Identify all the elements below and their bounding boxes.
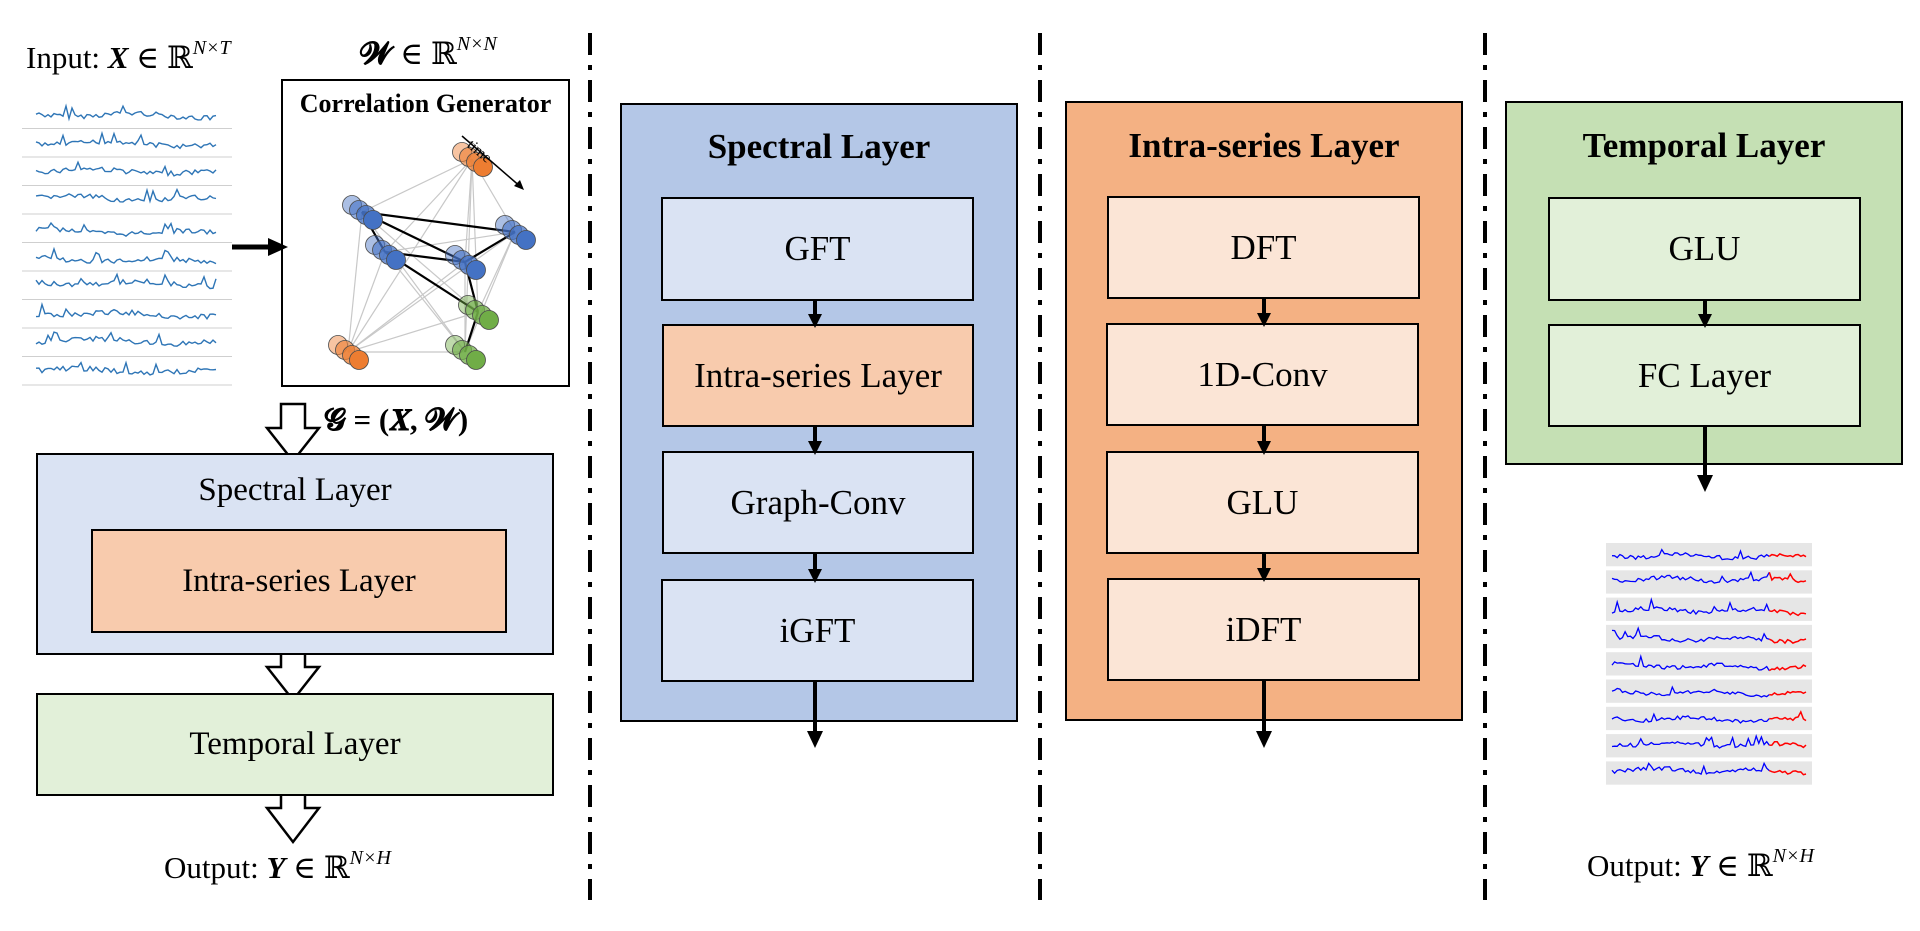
forecast-line	[1769, 608, 1807, 617]
graph-node	[466, 260, 486, 280]
graph-node	[473, 157, 493, 177]
graph-node	[479, 310, 499, 330]
forecast-line	[1769, 710, 1807, 722]
history-line	[1611, 761, 1770, 775]
forecast-line	[1768, 638, 1807, 645]
temporal-block-glu: GLU	[1548, 197, 1861, 301]
graph-edge	[347, 251, 386, 353]
spectral-block-intra: Intra-series Layer	[662, 324, 974, 427]
input-series-line	[35, 187, 217, 204]
history-line	[1611, 734, 1770, 749]
forecast-panel	[1606, 570, 1812, 594]
input-series-line	[35, 103, 217, 122]
graph-node	[516, 230, 536, 250]
history-line	[1611, 597, 1770, 616]
graph-edge-strong	[361, 210, 516, 234]
spectral-detail-title: Spectral Layer	[707, 127, 931, 166]
graph-edge	[384, 158, 473, 253]
hollow-arrow-1	[264, 402, 322, 464]
input-series-line	[35, 221, 217, 237]
intra-block-dft: DFT	[1107, 196, 1420, 299]
input-series-line	[35, 130, 217, 150]
graph-edge	[361, 158, 473, 213]
input-series-line	[35, 246, 217, 265]
history-line	[1611, 685, 1770, 698]
forecast-line	[1769, 741, 1807, 749]
overview-temporal-layer: Temporal Layer	[36, 693, 554, 796]
spectral-block-graph-conv: Graph-Conv	[662, 451, 974, 554]
input-series-line	[35, 160, 217, 178]
graph-edge	[384, 231, 516, 253]
overview-intra-layer: Intra-series Layer	[91, 529, 507, 633]
forecast-line	[1769, 769, 1807, 776]
temporal-detail-title: Temporal Layer	[1582, 126, 1826, 165]
history-line	[1611, 626, 1770, 643]
graph-edge	[361, 211, 479, 313]
time-arrow	[461, 135, 523, 189]
forecast-panel	[1606, 624, 1812, 649]
graph-node	[386, 250, 406, 270]
history-line	[1611, 548, 1770, 561]
graph-edge	[347, 211, 363, 353]
forecast-panel	[1606, 597, 1812, 621]
graph-formula: 𝓖 = (𝑿, 𝓦)	[324, 402, 469, 437]
correlation-generator-title: Correlation Generator	[299, 89, 552, 118]
history-line	[1611, 570, 1770, 584]
graph-edge	[464, 231, 516, 353]
time-arrow-head	[514, 180, 524, 190]
input-label: Input: X ∈ ℝN×T	[26, 37, 231, 75]
graph-node	[363, 210, 383, 230]
history-line	[1611, 712, 1770, 724]
overview-spectral-title: Spectral Layer	[198, 472, 392, 508]
history-line	[1611, 654, 1770, 671]
intra-detail-title: Intra-series Layer	[1128, 126, 1400, 165]
forecast-line	[1768, 553, 1807, 558]
intra-block-idft: iDFT	[1107, 578, 1420, 681]
graph-edge	[347, 231, 516, 353]
graph-edge	[347, 311, 479, 353]
forecast-line	[1769, 690, 1807, 696]
overview-output-label: Output: Y ∈ ℝN×H	[164, 847, 391, 885]
intra-block-glu: GLU	[1106, 451, 1419, 554]
temporal-output-label: Output: Y ∈ ℝN×H	[1587, 845, 1814, 883]
graph-node	[349, 350, 369, 370]
spectral-block-gft: GFT	[661, 197, 974, 301]
input-series-line	[35, 301, 217, 321]
input-series-line	[35, 272, 217, 290]
graph-edge	[361, 211, 466, 353]
input-series-line	[35, 331, 217, 347]
graph-node	[466, 350, 486, 370]
spectral-block-igft: iGFT	[661, 579, 974, 682]
input-series-line	[35, 360, 217, 376]
w-label: 𝓦 ∈ ℝN×N	[360, 33, 497, 71]
forecast-line	[1768, 572, 1807, 584]
forecast-line	[1768, 664, 1807, 672]
forecast-panel	[1606, 543, 1812, 567]
graph-edge	[347, 261, 466, 353]
graph-edge	[471, 158, 479, 313]
correlation-generator-box: Correlation Generator	[281, 79, 570, 387]
